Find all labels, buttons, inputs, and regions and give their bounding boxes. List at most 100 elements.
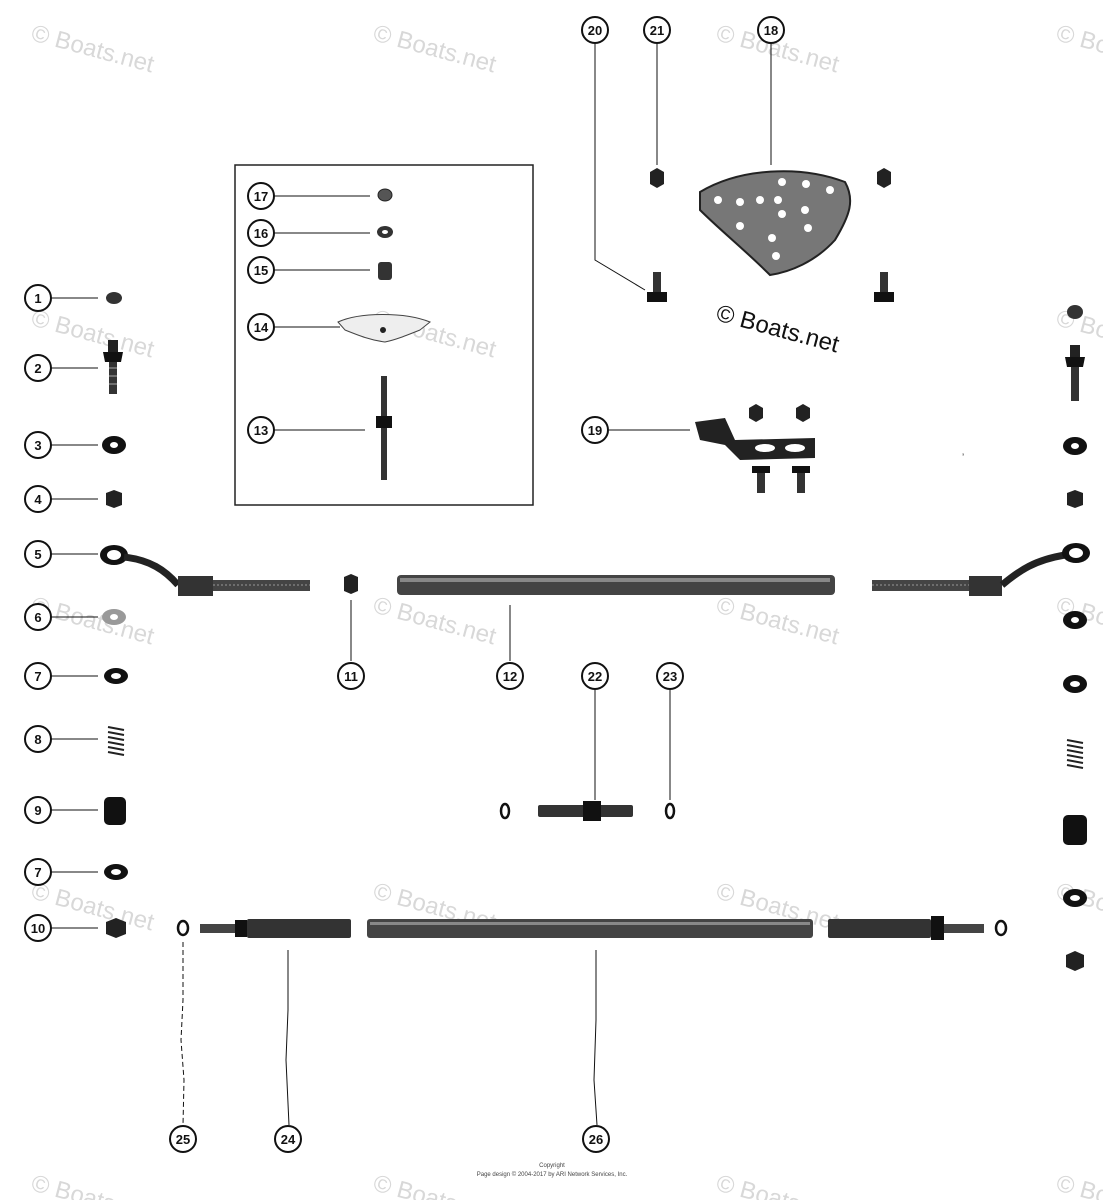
callout-23: 23 — [663, 669, 677, 684]
copyright-line-2: Page design © 2004-2017 by ARI Network S… — [477, 1171, 628, 1178]
copyright-line-1: Copyright — [539, 1163, 565, 1169]
bushing-part-9 — [104, 797, 126, 825]
rod-end-right-thread — [944, 924, 984, 933]
callout-13: 13 — [254, 423, 268, 438]
tube-26-highlight — [370, 922, 810, 925]
bracket-part-19 — [695, 404, 815, 493]
watermark: © Boats.net — [1053, 878, 1103, 937]
o-ring-part-23 — [664, 802, 676, 820]
watermark-group: © Boats.net © Boats.net © Boats.net © Bo… — [28, 20, 1103, 1200]
callout-24: 24 — [281, 1132, 296, 1147]
o-ring-part-25 — [176, 919, 190, 937]
o-ring-right — [994, 919, 1008, 937]
plate-assembly — [647, 168, 894, 302]
watermark: © Boats.net — [1053, 20, 1103, 79]
watermark: © Boats.net — [370, 592, 499, 651]
callout-2: 2 — [34, 361, 41, 376]
tube-part-26 — [367, 919, 813, 938]
nut-part-11 — [344, 574, 358, 594]
watermark: © Boats.net — [713, 1170, 842, 1200]
stud-part-2 — [103, 340, 123, 394]
nut-part-21 — [650, 168, 664, 188]
callout-8: 8 — [34, 732, 41, 747]
nut-right — [1067, 305, 1083, 319]
tube-highlight — [400, 578, 830, 582]
spacer-part-15 — [378, 262, 392, 280]
callout-5: 5 — [34, 547, 41, 562]
coupler-assembly — [499, 801, 676, 821]
leader-lines — [51, 44, 772, 1126]
callout-16: 16 — [254, 226, 268, 241]
callout-17: 17 — [254, 189, 268, 204]
washer-part-7b — [104, 864, 128, 880]
callout-22: 22 — [588, 669, 602, 684]
watermark: © Boats.net — [1053, 1170, 1103, 1200]
watermark: © Boats.net — [28, 305, 157, 364]
washer-part-3 — [102, 436, 126, 454]
callout-18: 18 — [764, 23, 778, 38]
nut-part-21b — [877, 168, 891, 188]
rod-end-right-hex — [931, 916, 944, 940]
callout-labels: 1 2 3 4 5 6 7 8 9 7 10 17 16 15 14 13 11… — [31, 23, 778, 1147]
tie-bar-end-right — [872, 543, 1090, 596]
bolt-part-20 — [647, 272, 667, 302]
callout-19: 19 — [588, 423, 602, 438]
callout-3: 3 — [34, 438, 41, 453]
stud-part-13 — [376, 376, 392, 480]
right-parts — [1063, 305, 1087, 971]
steering-rod-assembly — [176, 916, 1008, 940]
callout-7: 7 — [34, 865, 41, 880]
callout-15: 15 — [254, 263, 268, 278]
o-ring-left — [499, 802, 511, 820]
callout-12: 12 — [503, 669, 517, 684]
washer-part-16 — [377, 226, 393, 238]
washer-part-7 — [104, 668, 128, 684]
callout-9: 9 — [34, 803, 41, 818]
callout-7: 7 — [34, 669, 41, 684]
nut-part-1 — [106, 292, 122, 304]
callout-1: 1 — [34, 291, 41, 306]
watermark: © Boats.net — [713, 592, 842, 651]
callout-11: 11 — [344, 669, 358, 684]
callout-21: 21 — [650, 23, 664, 38]
bolt-part-20b — [874, 272, 894, 302]
nut-right-2 — [1067, 490, 1083, 508]
washer-right — [1063, 437, 1087, 455]
rod-end-part-24-hex — [235, 920, 247, 937]
spring-right — [1066, 739, 1084, 769]
plate-part-18 — [699, 170, 852, 277]
callout-25: 25 — [176, 1132, 190, 1147]
tie-bar-end-part-5 — [100, 545, 310, 596]
callouts — [24, 16, 785, 1153]
nut-part-10 — [106, 918, 126, 938]
left-parts — [100, 292, 310, 938]
callout-10: 10 — [31, 921, 45, 936]
washer-right-4 — [1063, 889, 1087, 907]
callout-4: 4 — [34, 492, 42, 507]
callout-20: 20 — [588, 23, 602, 38]
stud-right — [1065, 345, 1085, 401]
watermark: © Boats.net — [370, 20, 499, 79]
callout-6: 6 — [34, 610, 41, 625]
nut-right-3 — [1066, 951, 1084, 971]
washer-right-2 — [1063, 611, 1087, 629]
spring-part-8 — [107, 726, 125, 756]
inset-parts — [337, 188, 431, 480]
rod-end-right — [828, 919, 931, 938]
watermark: © Boats.net — [28, 1170, 157, 1200]
primary-watermark: © Boats.net — [713, 300, 842, 359]
coupler-hex — [583, 801, 601, 821]
callout-14: 14 — [254, 320, 269, 335]
callout-26: 26 — [589, 1132, 603, 1147]
center-parts — [344, 574, 835, 595]
washer-right-3 — [1063, 675, 1087, 693]
stray-mark: ʼ — [962, 453, 964, 464]
nut-part-17 — [377, 188, 393, 202]
nut-part-4 — [106, 490, 122, 508]
inset-box — [234, 164, 534, 506]
washer-part-6 — [102, 609, 126, 625]
bracket-part-14 — [337, 314, 431, 343]
rod-end-part-24 — [247, 919, 351, 938]
rod-end-part-24-thread — [200, 924, 235, 933]
